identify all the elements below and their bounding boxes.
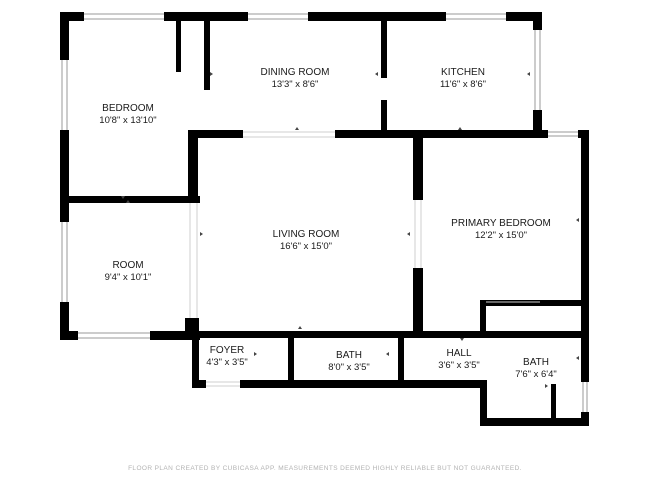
room-name: ROOM <box>112 260 143 271</box>
living-room-dims: 16'6" x 15'0" <box>280 241 332 252</box>
bedroom-dims: 10'8" x 13'10" <box>99 115 156 126</box>
dining-room-dims: 13'3" x 8'6" <box>272 79 319 90</box>
door-markers <box>121 72 579 388</box>
hall-dims: 3'6" x 3'5" <box>438 360 480 371</box>
windows <box>60 12 589 412</box>
hall-name: HALL <box>446 348 471 359</box>
bath-center-dims: 8'0" x 3'5" <box>328 362 370 373</box>
bedroom-name: BEDROOM <box>102 103 154 114</box>
primary-bedroom-dims: 12'2" x 15'0" <box>475 230 527 241</box>
kitchen-name: KITCHEN <box>441 67 485 78</box>
foyer-name: FOYER <box>210 345 244 356</box>
primary-bedroom-name: PRIMARY BEDROOM <box>451 218 551 229</box>
room-dims: 9'4" x 10'1" <box>105 272 152 283</box>
kitchen-dims: 11'6" x 8'6" <box>440 79 486 90</box>
bath-center-name: BATH <box>336 350 362 361</box>
bath-right-dims: 7'6" x 6'4" <box>515 369 557 380</box>
floor-plan-disclaimer: FLOOR PLAN CREATED BY CUBICASA APP. MEAS… <box>128 465 522 472</box>
interior-walls <box>60 18 589 424</box>
bath-right-name: BATH <box>523 357 549 368</box>
living-room-name: LIVING ROOM <box>273 229 340 240</box>
dining-room-name: DINING ROOM <box>261 67 330 78</box>
foyer-dims: 4'3" x 3'5" <box>206 357 248 368</box>
